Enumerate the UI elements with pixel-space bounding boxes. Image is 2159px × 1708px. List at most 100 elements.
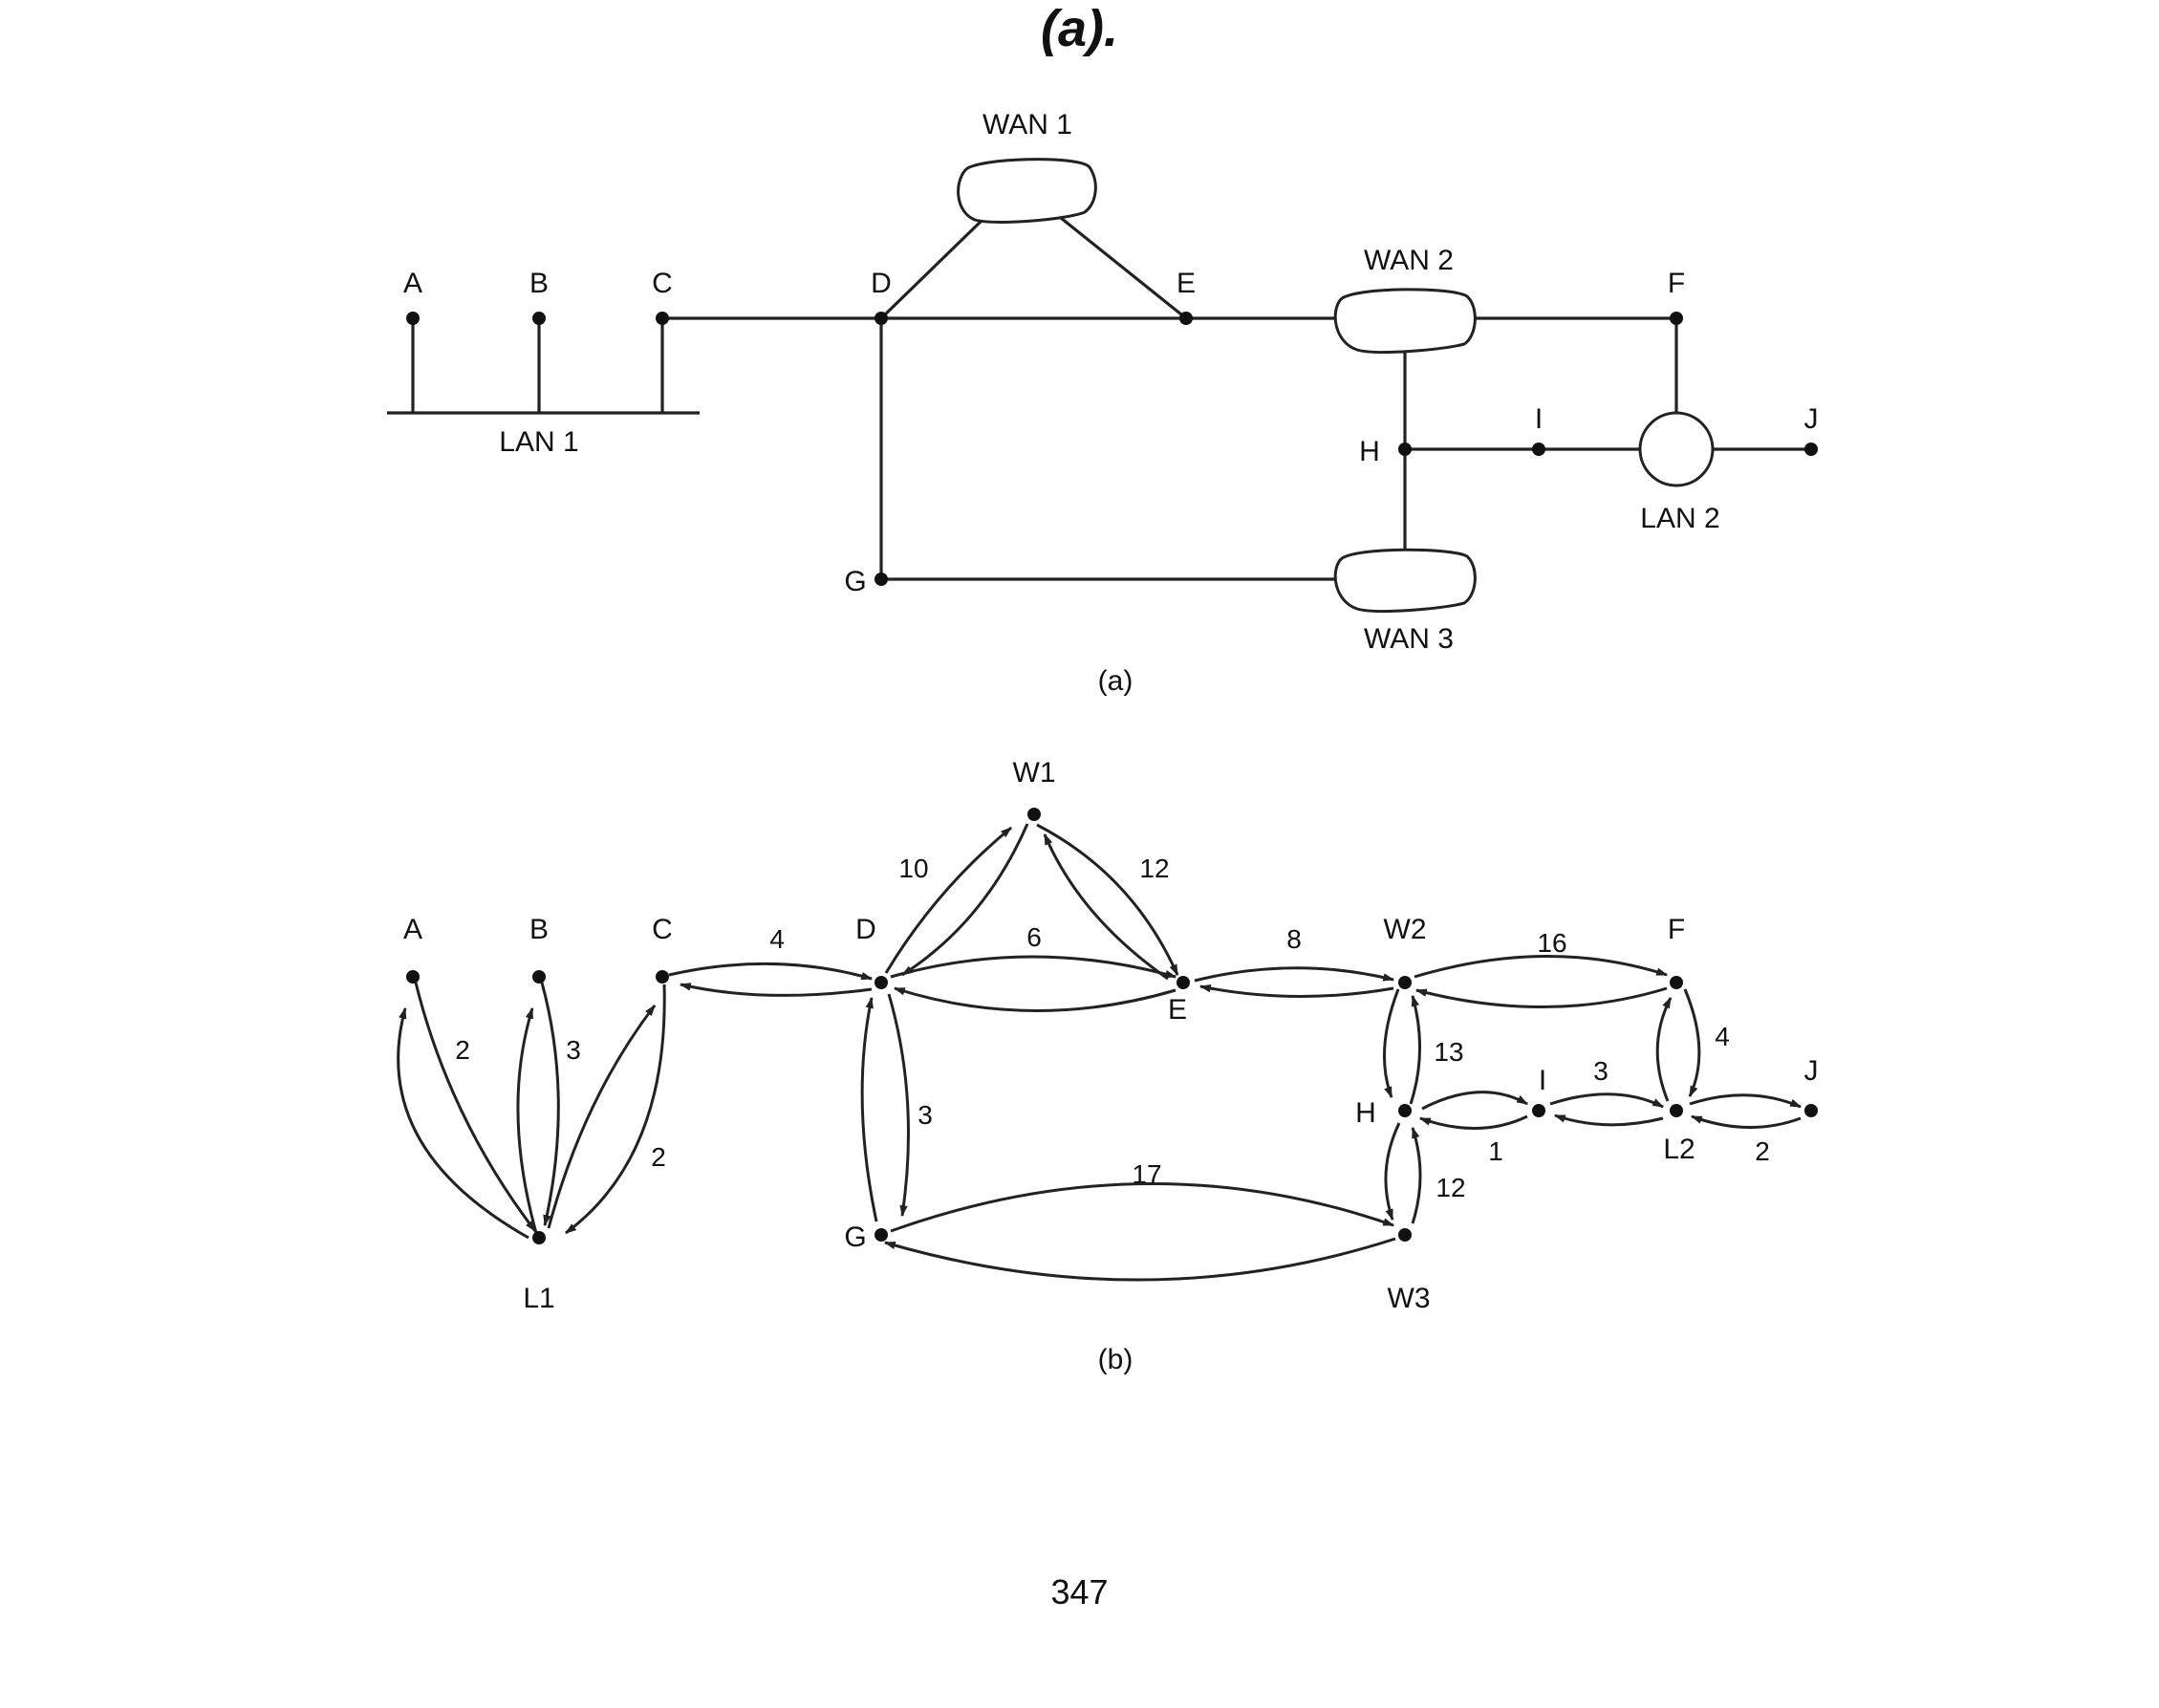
b-node-h-dot xyxy=(1398,1104,1412,1117)
arc-w1-to-e xyxy=(1036,823,1179,977)
arc-f-to-w2 xyxy=(1414,986,1668,1008)
weight-d-g: 3 xyxy=(918,1100,933,1130)
arc-l2-to-i xyxy=(1553,1113,1664,1127)
arc-w3-to-g xyxy=(883,1237,1396,1282)
node-c-dot xyxy=(656,312,669,325)
b-node-j-dot xyxy=(1804,1104,1818,1117)
b-node-w1-label: W1 xyxy=(1013,757,1056,789)
weight-w1-e: 12 xyxy=(1139,854,1169,883)
b-node-c-dot xyxy=(656,970,669,984)
arc-l1-to-b xyxy=(516,1006,538,1234)
arc-a-to-l1 xyxy=(414,982,537,1232)
b-node-h-label: H xyxy=(1355,1097,1376,1129)
node-g-label: G xyxy=(844,566,866,597)
node-j-label: J xyxy=(1804,403,1819,435)
arc-w2-to-f xyxy=(1414,955,1669,979)
b-node-i-label: I xyxy=(1539,1065,1546,1096)
arc-b-to-l1 xyxy=(540,982,560,1227)
b-node-f-label: F xyxy=(1668,914,1685,945)
node-h-dot xyxy=(1398,443,1412,456)
weight-e-w2: 8 xyxy=(1286,924,1302,954)
node-h-label: H xyxy=(1359,436,1380,467)
node-f-label: F xyxy=(1668,268,1685,299)
arc-w1-to-d xyxy=(900,823,1029,977)
lan1-label: LAN 1 xyxy=(499,426,578,458)
arc-c-to-l1 xyxy=(565,984,666,1235)
link-d-wan1 xyxy=(879,216,986,320)
b-node-g-dot xyxy=(874,1228,888,1242)
b-node-a-dot xyxy=(406,970,420,984)
arc-l2-to-f xyxy=(1655,996,1673,1102)
weight-c-d: 4 xyxy=(769,924,785,954)
weight-l2-j: 2 xyxy=(1755,1136,1770,1166)
lan2-circle xyxy=(1638,411,1715,487)
node-c-label: C xyxy=(652,268,673,299)
weight-b-l1: 3 xyxy=(566,1035,581,1065)
b-node-c-label: C xyxy=(652,914,673,945)
arc-h-to-w3 xyxy=(1384,1122,1401,1222)
b-node-g-label: G xyxy=(844,1222,866,1253)
panel-a-caption: (a) xyxy=(1098,665,1133,697)
arc-d-to-c xyxy=(679,983,873,997)
b-node-w3-dot xyxy=(1398,1228,1412,1242)
arc-l2-to-j xyxy=(1689,1093,1803,1109)
arc-g-to-d xyxy=(860,996,878,1222)
arc-e-to-d xyxy=(893,986,1177,1012)
arc-i-to-h xyxy=(1418,1114,1528,1130)
page-title: (a). xyxy=(1041,0,1118,57)
weight-w2-h: 13 xyxy=(1434,1037,1463,1067)
wan1-cloud xyxy=(957,158,1097,224)
weight-g-w3: 17 xyxy=(1132,1159,1161,1189)
arc-g-to-w3 xyxy=(890,1182,1395,1233)
weight-c-l1: 2 xyxy=(651,1142,666,1172)
arc-l1-to-a xyxy=(397,1006,529,1240)
wan2-cloud xyxy=(1333,288,1477,354)
arc-w2-to-h xyxy=(1383,988,1400,1099)
weight-a-l1: 2 xyxy=(455,1035,470,1065)
arc-c-to-d xyxy=(668,962,874,981)
node-f-dot xyxy=(1670,312,1683,325)
node-j-dot xyxy=(1804,443,1818,456)
panel-b-caption: (b) xyxy=(1098,1344,1133,1375)
b-node-w3-label: W3 xyxy=(1388,1283,1431,1314)
arc-d-to-e xyxy=(890,955,1177,979)
node-a-label: A xyxy=(403,268,422,299)
arc-d-to-w1 xyxy=(884,826,1012,974)
node-e-label: E xyxy=(1177,268,1196,299)
b-node-l2-label: L2 xyxy=(1663,1134,1695,1165)
arc-f-to-l2 xyxy=(1683,988,1701,1098)
arc-h-to-i xyxy=(1421,1091,1529,1111)
arc-l1-to-c xyxy=(547,1005,657,1229)
arc-d-to-g xyxy=(887,993,910,1218)
node-d-label: D xyxy=(871,268,892,299)
b-node-w2-label: W2 xyxy=(1384,914,1427,945)
b-node-b-dot xyxy=(532,970,546,984)
wan1-label: WAN 1 xyxy=(982,109,1072,141)
weight-d-e: 6 xyxy=(1026,922,1042,952)
node-e-dot xyxy=(1179,312,1193,325)
node-i-label: I xyxy=(1535,403,1543,435)
b-node-f-dot xyxy=(1670,976,1683,989)
node-b-dot xyxy=(532,312,546,325)
weight-w3-h: 12 xyxy=(1436,1173,1465,1202)
weight-d-w1: 10 xyxy=(898,854,928,883)
node-a-dot xyxy=(406,312,420,325)
b-node-d-dot xyxy=(874,976,888,989)
weight-h-i: 1 xyxy=(1488,1136,1503,1166)
b-node-a-label: A xyxy=(403,914,422,945)
weight-w2-f: 16 xyxy=(1537,928,1566,958)
node-g-dot xyxy=(874,573,888,586)
weight-i-l2: 3 xyxy=(1593,1056,1608,1086)
b-node-i-dot xyxy=(1532,1104,1545,1117)
arc-w2-to-e xyxy=(1198,984,1394,999)
b-node-d-label: D xyxy=(855,914,876,945)
b-node-e-label: E xyxy=(1168,994,1187,1026)
b-node-b-label: B xyxy=(529,914,549,945)
arc-i-to-l2 xyxy=(1549,1092,1665,1109)
b-node-l1-label: L1 xyxy=(523,1283,554,1314)
b-node-l2-dot xyxy=(1670,1104,1683,1117)
b-node-w1-dot xyxy=(1027,808,1041,821)
panel-b: A B C D E F G H I J L1 L2 W1 W2 W3 2 3 2… xyxy=(397,757,1819,1375)
arc-j-to-l2 xyxy=(1690,1114,1802,1130)
